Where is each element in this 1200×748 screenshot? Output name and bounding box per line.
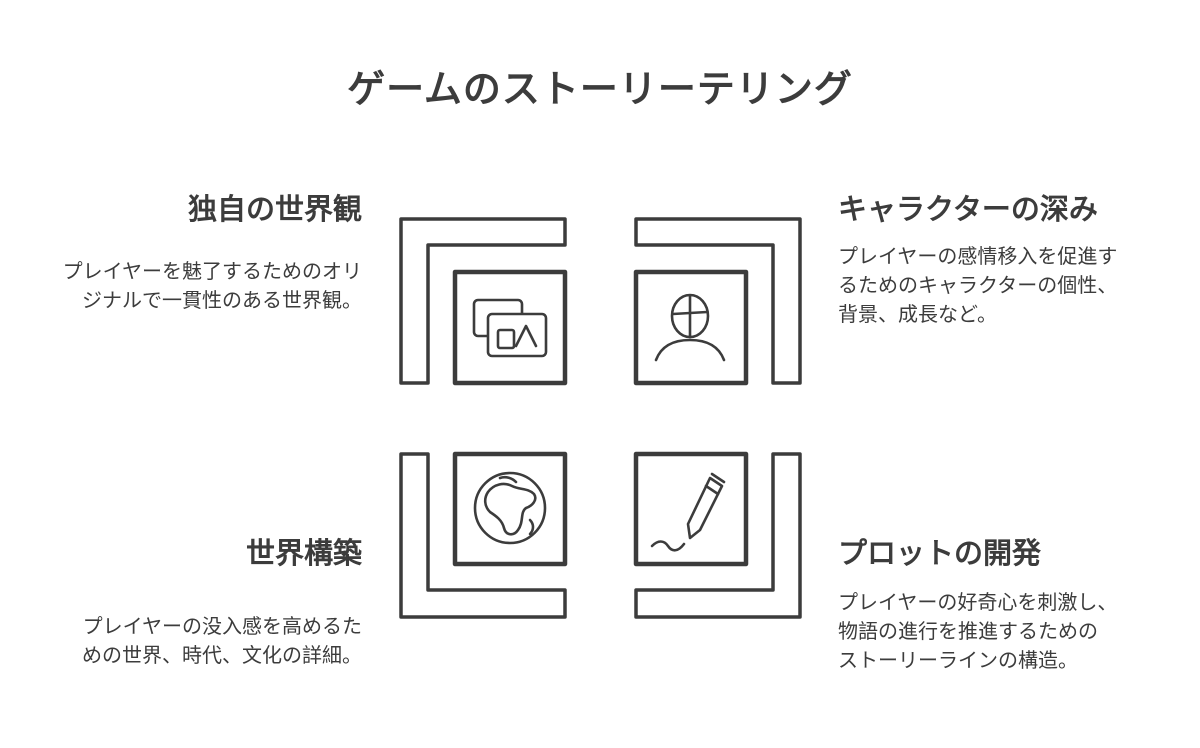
page-title: ゲームのストーリーテリング (347, 67, 853, 111)
character-icon (654, 293, 726, 362)
box-top-right (633, 269, 749, 386)
desc-world-building: プレイヤーの没入感を高めるた めの世界、時代、文化の詳細。 (82, 614, 362, 667)
desc-plot-development: プレイヤーの好奇心を刺激し、 物語の進行を推進するための ストーリーラインの構造… (838, 590, 1118, 672)
pen-icon (650, 472, 726, 552)
box-top-left (452, 269, 568, 386)
images-icon (472, 298, 548, 358)
heading-world-building: 世界構築 (245, 536, 362, 570)
bracket-top-right (634, 217, 802, 385)
globe-icon (473, 471, 547, 545)
bracket-bottom-left (399, 452, 567, 619)
bracket-bottom-right (634, 452, 802, 619)
box-bottom-left (452, 451, 568, 567)
desc-character-depth: プレイヤーの感情移入を促進す るためのキャラクターの個性、 背景、成長など。 (838, 244, 1118, 326)
heading-character-depth: キャラクターの深み (838, 192, 1098, 226)
bracket-top-left (399, 217, 567, 385)
desc-unique-worldview: プレイヤーを魅了するためのオリ ジナルで一貫性のある世界観。 (62, 259, 362, 312)
box-bottom-right (633, 451, 749, 567)
heading-unique-worldview: 独自の世界観 (187, 192, 362, 226)
heading-plot-development: プロットの開発 (838, 536, 1042, 570)
